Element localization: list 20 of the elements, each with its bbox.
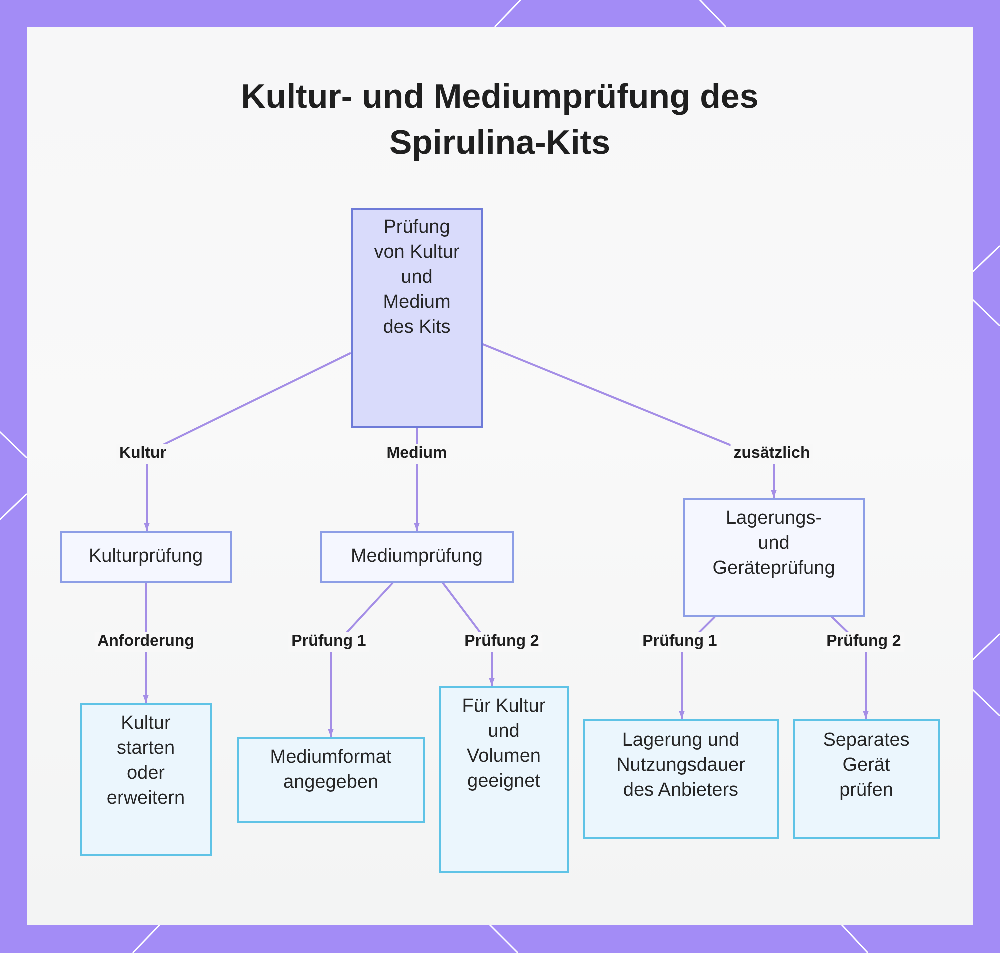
node-text: Mediumformat angegeben [269, 746, 393, 795]
node-text: Prüfung von Kultur und Medium des Kits [374, 216, 460, 340]
node-text: Kulturprüfung [88, 545, 204, 569]
node-text: Kultur starten oder erweitern [106, 712, 186, 811]
process-box [583, 719, 779, 839]
node-text: Mediumprüfung [350, 545, 484, 569]
diagram-title: Kultur- und Mediumprüfung des Spirulina-Kits [240, 77, 760, 164]
process-box [80, 703, 212, 856]
process-box [793, 719, 940, 839]
node-text: Separates Gerät prüfen [822, 729, 911, 803]
process-box [320, 531, 514, 583]
process-box [60, 531, 232, 583]
process-box [351, 208, 483, 428]
node-text: Lagerungs- und Geräteprüfung [712, 507, 836, 581]
node-text: Lagerung und Nutzungsdauer des Anbieters [616, 729, 746, 803]
node-text: Für Kultur und Volumen geeignet [462, 695, 546, 794]
connector-arrow [144, 352, 352, 531]
process-box [237, 737, 425, 823]
process-box [683, 498, 865, 617]
process-box [439, 686, 569, 873]
